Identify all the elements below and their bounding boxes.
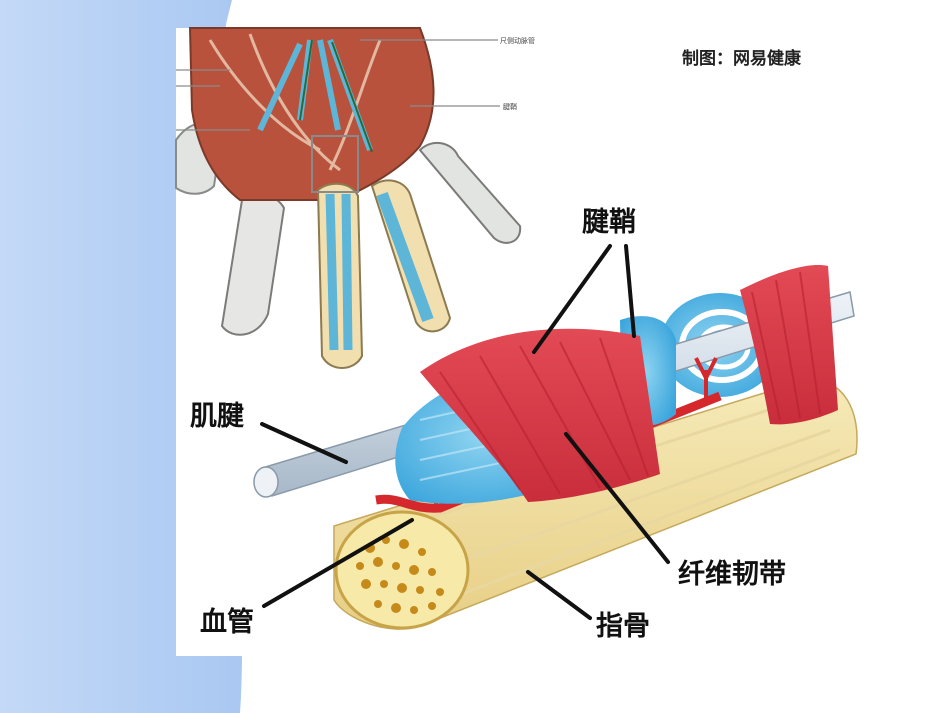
label-tendon: 肌腱 bbox=[190, 394, 244, 433]
label-tendon-sheath: 腱鞘 bbox=[582, 200, 636, 239]
bone-cross-section bbox=[336, 512, 468, 628]
hand-small-label: 尺侧动脉管 bbox=[500, 36, 535, 46]
label-blood-vessel: 血管 bbox=[200, 600, 254, 639]
label-phalanx: 指骨 bbox=[596, 604, 650, 643]
pointer-phalanx bbox=[528, 572, 590, 618]
image-credit: 制图：网易健康 bbox=[682, 44, 801, 69]
hand-small-label: 腱鞘 bbox=[503, 102, 517, 112]
label-fibrous-band: 纤维韧带 bbox=[678, 552, 786, 591]
hand-illustration bbox=[176, 28, 520, 368]
